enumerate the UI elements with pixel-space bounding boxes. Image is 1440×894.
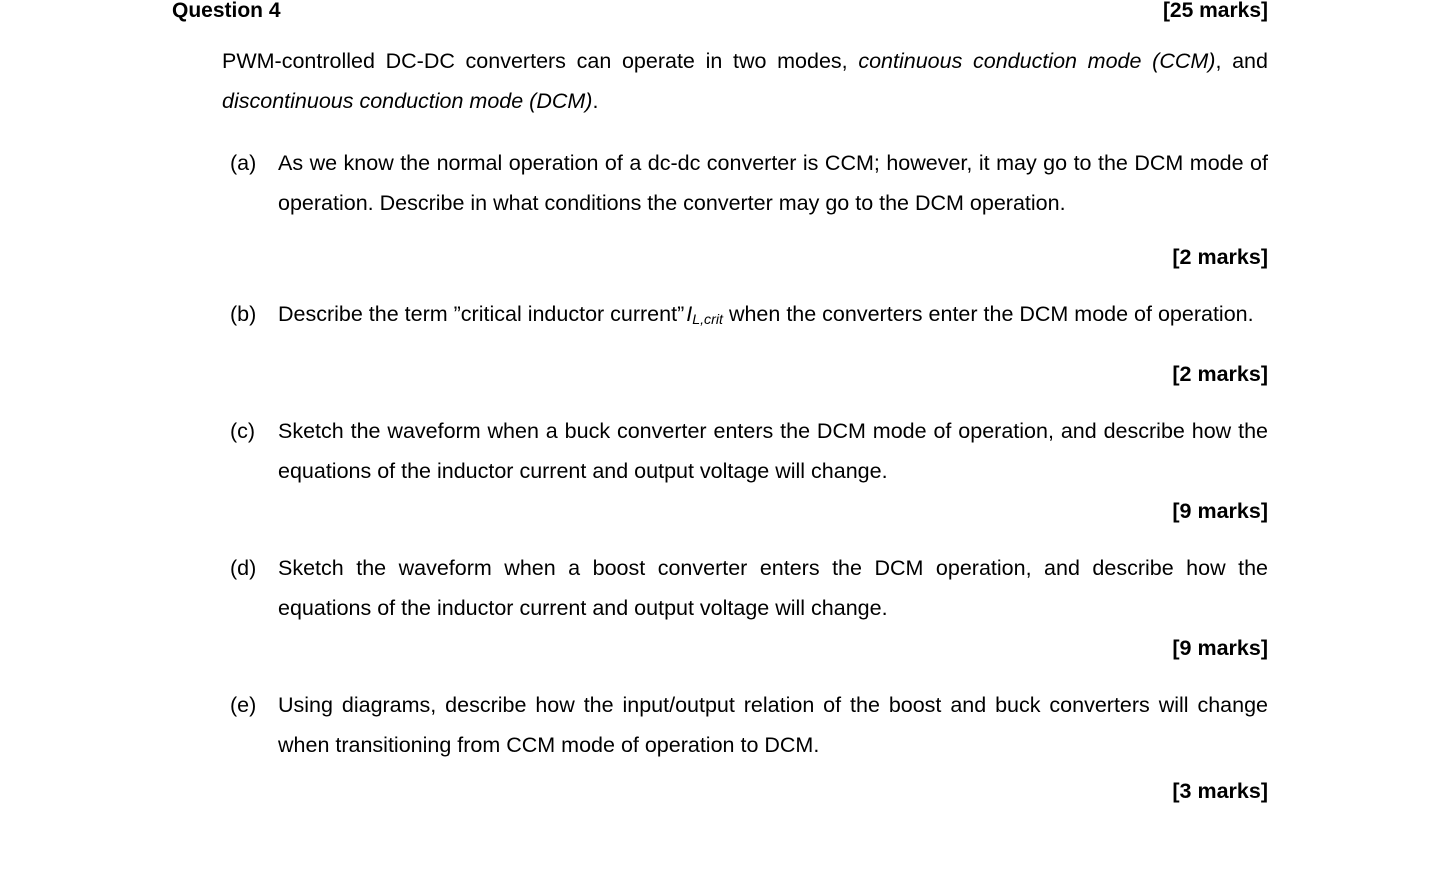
item-marks-b: [2 marks] <box>1172 361 1268 386</box>
item-b-text-before-symbol: Describe the term ”critical inductor cur… <box>278 301 685 326</box>
list-item-e: (e) Using diagrams, describe how the inp… <box>230 685 1268 765</box>
item-label-e: (e) <box>230 692 257 717</box>
intro-text-part1: PWM-controlled DC-DC converters can oper… <box>222 49 859 73</box>
intro-text-part2: , and <box>1215 49 1268 73</box>
question-total-marks: [25 marks] <box>1162 0 1268 22</box>
symbol-base: I <box>686 301 693 326</box>
item-text-e: Using diagrams, describe how the input/o… <box>278 692 1268 757</box>
intro-text-part3: . <box>592 89 599 113</box>
item-text-d: Sketch the waveform when a boost convert… <box>278 555 1268 620</box>
symbol-subscript: L,crit <box>692 311 723 328</box>
item-marks-d: [9 marks] <box>1172 635 1268 660</box>
item-marks-a: [2 marks] <box>1172 244 1268 269</box>
list-item-c: (c) Sketch the waveform when a buck conv… <box>230 411 1268 491</box>
item-label-b: (b) <box>230 301 257 326</box>
item-text-c: Sketch the waveform when a buck converte… <box>278 418 1268 483</box>
item-text-b: Describe the term ”critical inductor cur… <box>278 294 1268 340</box>
list-item-a: (a) As we know the normal operation of a… <box>230 143 1268 223</box>
symbol-critical-inductor-current: IL,crit <box>684 301 723 328</box>
intro-italic-ccm: continuous conduction mode (CCM) <box>858 49 1216 73</box>
item-label-a: (a) <box>230 150 257 175</box>
page-title: Question 4 <box>172 0 281 22</box>
list-item-b: (b) Describe the term ”critical inductor… <box>230 294 1268 340</box>
question-intro-paragraph: PWM-controlled DC-DC converters can oper… <box>222 41 1268 121</box>
item-label-c: (c) <box>230 418 256 443</box>
list-item-d: (d) Sketch the waveform when a boost con… <box>230 548 1268 628</box>
intro-italic-dcm: discontinuous conduction mode (DCM) <box>222 89 593 113</box>
item-marks-e: [3 marks] <box>1172 778 1268 803</box>
item-text-a: As we know the normal operation of a dc-… <box>278 150 1268 215</box>
question-content: Question 4 [25 marks] PWM-controlled DC-… <box>172 0 1268 811</box>
item-b-text-after-symbol: when the converters enter the DCM mode o… <box>728 301 1254 326</box>
question-header: Question 4 [25 marks] <box>172 0 1268 24</box>
item-label-d: (d) <box>230 555 257 580</box>
item-marks-c: [9 marks] <box>1172 498 1268 523</box>
